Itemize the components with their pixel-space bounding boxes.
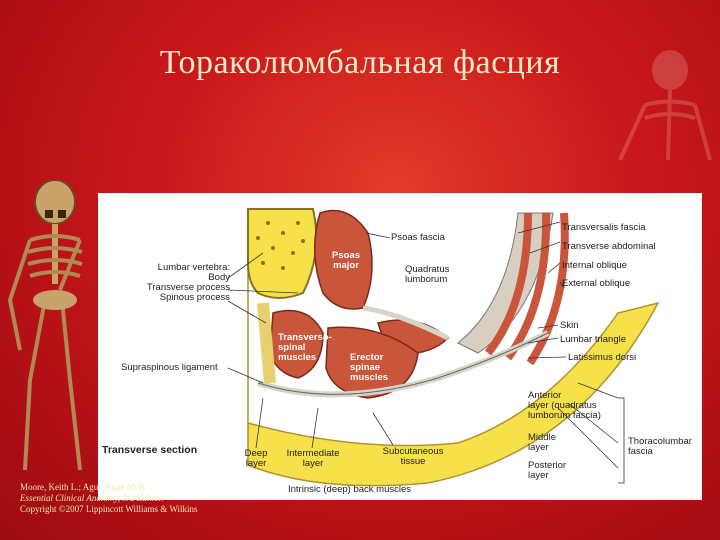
label-thoracolumbar-line2: fascia (628, 446, 653, 457)
skeleton-illustration (7, 180, 83, 471)
label-quadratus-lumborum: Quadratus lumborum (405, 265, 449, 285)
label-transversospinal-line3: muscles (278, 352, 317, 363)
label-posterior-layer: Posterior layer (528, 461, 566, 481)
label-deep-line1: Deep (244, 448, 268, 459)
label-erector-line2: spinae (350, 362, 381, 373)
label-erector-line1: Erector (350, 352, 384, 363)
label-posterior-line2: layer (528, 470, 549, 481)
label-spinous-process: Spinous process (159, 292, 230, 303)
label-middle-layer: Middle layer (528, 433, 556, 453)
label-lumbar-triangle: Lumbar triangle (560, 334, 627, 345)
label-transversalis-fascia: Transversalis fascia (562, 222, 646, 233)
label-intrinsic-back-muscles: Intrinsic (deep) back muscles (288, 484, 412, 495)
section-title: Transverse section (102, 444, 198, 456)
label-erector-line3: muscles (350, 372, 389, 383)
label-transverse-abdominal: Transverse abdominal (562, 241, 656, 252)
slide-title: Тораколюмбальная фасция (159, 44, 561, 81)
label-intermediate-line1: Intermediate (286, 448, 340, 459)
label-transversospinal-muscles: Transverso- spinal muscles (278, 333, 332, 363)
label-psoas-line2: major (333, 260, 359, 271)
label-anterior-layer: Anterior layer (quadratus lumborum fasci… (528, 391, 601, 421)
image-credit: Moore, Keith L.; Agur, Anne M. R. Essent… (20, 482, 198, 515)
label-quadratus-line1: Quadratus (405, 264, 450, 275)
label-lumbar-vertebra: Lumbar vertebra: Body Transverse process… (130, 263, 230, 303)
label-psoas-fascia: Psoas fascia (391, 232, 445, 243)
label-supraspinous-ligament: Supraspinous ligament (121, 362, 218, 373)
label-deep-line2: layer (245, 458, 267, 469)
credit-authors: Moore, Keith L.; Agur, Anne M. R. (20, 482, 148, 492)
label-anterior-line3: lumborum fascia) (528, 410, 601, 421)
label-external-oblique: External oblique (562, 278, 631, 289)
label-thoracolumbar-line1: Thoracolumbar (628, 436, 692, 447)
label-deep-layer: Deep layer (238, 449, 274, 469)
label-psoas-line1: Psoas (332, 250, 360, 261)
cross-section-drawing (227, 208, 660, 487)
label-subcutaneous-tissue: Subcutaneous tissue (378, 447, 448, 467)
label-intermediate-line2: layer (302, 458, 324, 469)
label-erector-spinae: Erector spinae muscles (350, 353, 388, 383)
label-middle-line2: layer (528, 442, 549, 453)
skeleton-illustration-faded (618, 50, 712, 161)
credit-copyright: Copyright ©2007 Lippincott Williams & Wi… (20, 504, 198, 514)
label-lumbar-vertebra-heading: Lumbar vertebra: (157, 262, 230, 273)
label-subcutaneous-line2: tissue (400, 456, 426, 467)
label-latissimus-dorsi: Latissimus dorsi (568, 352, 637, 363)
label-transverse-process: Transverse process (146, 282, 230, 293)
anatomy-figure: Lumbar vertebra: Body Transverse process… (98, 193, 702, 500)
label-anterior-line1: Anterior (528, 390, 562, 401)
label-intermediate-layer: Intermediate layer (280, 449, 346, 469)
label-subcutaneous-line1: Subcutaneous (382, 446, 444, 457)
credit-book: Essential Clinical Anatomy, 3rd Edition (20, 493, 164, 503)
label-internal-oblique: Internal oblique (562, 260, 627, 271)
label-quadratus-line2: lumborum (405, 274, 448, 285)
label-thoracolumbar-fascia: Thoracolumbar fascia (628, 437, 692, 457)
label-psoas-major: Psoas major (326, 251, 366, 271)
label-posterior-line1: Posterior (528, 460, 567, 471)
label-transversospinal-line1: Transverso- (278, 332, 332, 343)
label-transversospinal-line2: spinal (278, 342, 306, 353)
label-skin: Skin (560, 320, 579, 331)
label-anterior-line2: layer (quadratus (528, 400, 597, 411)
label-body: Body (208, 272, 230, 283)
label-middle-line1: Middle (528, 432, 556, 443)
